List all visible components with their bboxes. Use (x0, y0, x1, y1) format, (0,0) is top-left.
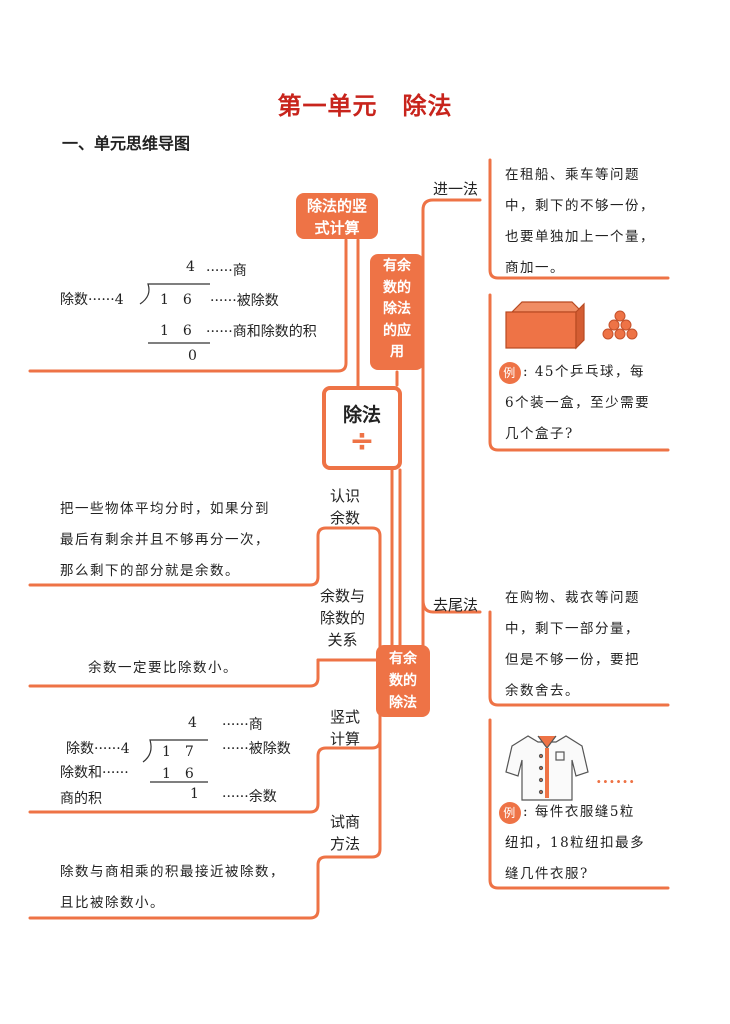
calc1-quotient: 4 (186, 259, 195, 275)
relation-text: 余数一定要比除数小。 (88, 660, 238, 676)
trial-method-label: 试商 方法 (330, 813, 361, 853)
calc2-product: 1 6 (162, 766, 194, 782)
calc2-dividend: 1 7 (162, 744, 194, 760)
trial-method-text: 除数与商相乘的积最接近被除数， 且比被除数小。 (60, 864, 285, 911)
example-badge: 例 (499, 361, 521, 384)
center-label: 除法 (342, 404, 381, 426)
shirt-illustration (505, 735, 589, 801)
relation-label: 余数与 除数的 关系 (320, 587, 366, 649)
round-down-label: 去尾法 (433, 596, 479, 614)
calc1-divisor-label: 除数······4 (60, 292, 124, 308)
page-title: 第一单元 除法 (277, 91, 453, 120)
calc1-quotient-note: ······商 (206, 263, 247, 279)
calc1-dividend-note: ······被除数 (210, 293, 279, 309)
calc2-product-label: 除数和······ (60, 765, 129, 781)
calc2-product-label-2: 商的积 (60, 791, 102, 807)
calc2-quotient: 4 (188, 715, 197, 731)
example-badge: 例 (499, 801, 521, 824)
calc1-remainder: 0 (188, 348, 197, 364)
center-node: 除法 ÷ (322, 386, 402, 470)
calc2-dividend-note: ······被除数 (222, 741, 291, 757)
gift-box-illustration (505, 301, 585, 350)
round-down-example: 例: 每件衣服缝5粒 纽扣，18粒纽扣最多 缝几件衣服? (499, 797, 645, 890)
calc1-product-note: ······商和除数的积 (206, 324, 317, 340)
round-up-label: 进一法 (433, 180, 479, 198)
calc1-product: 1 6 (160, 323, 192, 339)
remainder-division-box: 有余 数的 除法 (376, 645, 430, 717)
round-up-text: 在租船、乘车等问题 中，剩下的不够一份， 也要单独加上一个量， 商加一。 (505, 167, 655, 276)
round-down-text: 在购物、裁衣等问题 中，剩下一部分量， 但是不够一份，要把 余数舍去。 (505, 590, 640, 699)
ping-pong-balls-illustration (602, 310, 638, 340)
dots: ······ (596, 772, 636, 791)
calc2-remainder-note: ······余数 (222, 789, 277, 805)
division-symbol-icon: ÷ (349, 424, 375, 459)
vertical-calc-label: 竖式 计算 (330, 708, 361, 748)
know-remainder-text: 把一些物体平均分时，如果分到 最后有剩余并且不够再分一次， 那么剩下的部分就是余… (60, 501, 270, 579)
calc2-remainder: 1 (190, 786, 199, 802)
know-remainder-label: 认识 余数 (330, 487, 361, 527)
vertical-calc-box: 除法的竖 式计算 (296, 193, 378, 239)
round-up-example: 例: 45个乒乓球，每 6个装一盒，至少需要 几个盒子? (499, 357, 650, 450)
calc2-divisor-label: 除数······4 (66, 741, 130, 757)
application-box: 有余 数的 除法 的应 用 (370, 254, 424, 370)
section-heading: 一、单元思维导图 (62, 134, 191, 153)
calc1-dividend: 1 6 (160, 292, 192, 308)
calc2-quotient-note: ······商 (222, 717, 263, 733)
